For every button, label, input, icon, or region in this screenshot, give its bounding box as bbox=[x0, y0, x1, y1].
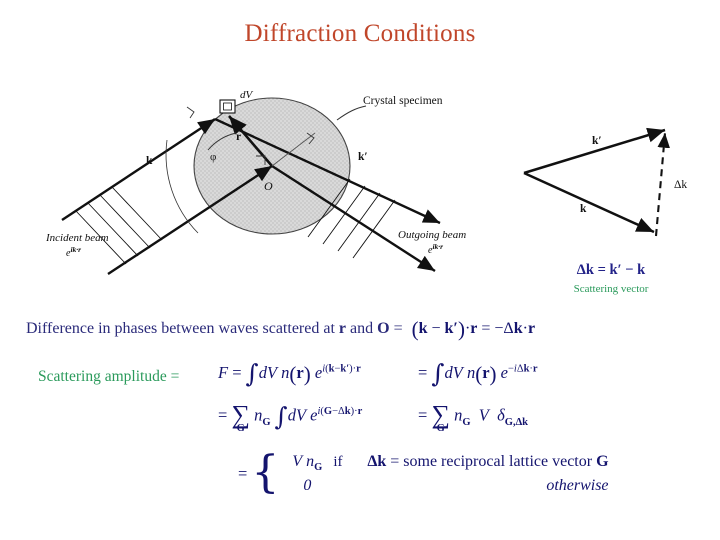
amplitude-equation-row-2: = ∑G nG ∫dV ei(G−Δk)·r = ∑G nG V δG,Δk bbox=[218, 400, 708, 446]
amplitude-eq2-right: = ∑G nG V δG,Δk bbox=[418, 400, 529, 435]
incident-beam-rays bbox=[61, 117, 273, 276]
piecewise-conditions: Δk = some reciprocal lattice vector G ot… bbox=[367, 450, 608, 498]
phase-and-word: and bbox=[350, 320, 374, 337]
incident-beam-phase: eik·r bbox=[66, 245, 81, 259]
piecewise-case2-value: 0 bbox=[303, 477, 312, 494]
k-prime-vector-label: k′ bbox=[358, 151, 368, 163]
r-vector-label: r bbox=[236, 131, 241, 143]
origin-label: O bbox=[264, 179, 273, 193]
scattering-geometry-diagram: Crystal specimen dV r φ O k k′ Incident … bbox=[40, 78, 510, 278]
phase-difference-equation: (k − k′)·r = −Δk·r bbox=[411, 316, 536, 341]
phase-o-symbol: O bbox=[377, 320, 390, 337]
outgoing-beam-phase: eik·r bbox=[428, 242, 443, 256]
perpendicular-construction bbox=[271, 132, 316, 167]
piecewise-equals: = bbox=[238, 464, 248, 483]
delta-k-definition: Δk = k′ − k bbox=[576, 262, 646, 278]
phase-difference-row: Difference in phases between waves scatt… bbox=[26, 316, 706, 342]
piecewise-brace: { bbox=[251, 447, 280, 499]
dv-label: dV bbox=[240, 89, 254, 101]
amplitude-equation-row-1: Scattering amplitude = F = ∫dV n(r) ei(k… bbox=[38, 359, 708, 402]
scattering-amplitude-block: Scattering amplitude = F = ∫dV n(r) ei(k… bbox=[38, 359, 708, 498]
amplitude-eq1-right: = ∫dV n(r) e−iΔk·r bbox=[418, 359, 538, 388]
crystal-specimen-label: Crystal specimen bbox=[363, 95, 443, 107]
triangle-k-prime-label: k′ bbox=[592, 135, 602, 147]
dv-volume-element bbox=[219, 99, 236, 114]
k-arrow bbox=[523, 171, 655, 234]
piecewise-condition-1: Δk = some reciprocal lattice vector G bbox=[367, 453, 609, 470]
amplitude-eq2-left: = ∑G nG ∫dV ei(G−Δk)·r bbox=[218, 400, 363, 435]
phi-angle-arc bbox=[165, 132, 237, 234]
piecewise-case1-value: V nG bbox=[292, 453, 323, 474]
phase-equals: = bbox=[393, 320, 403, 337]
outgoing-wavefronts bbox=[307, 178, 396, 259]
triangle-delta-k-label: Δk bbox=[674, 179, 687, 191]
phase-r-symbol: r bbox=[338, 320, 346, 337]
incident-wavefronts bbox=[75, 186, 163, 265]
amplitude-eq1-left: F = ∫dV n(r) ei(k−k′)·r bbox=[218, 359, 361, 388]
right-angle-marks bbox=[186, 106, 315, 165]
phi-angle-label: φ bbox=[210, 151, 216, 163]
piecewise-case-1: V nG bbox=[281, 450, 333, 474]
vector-triangle-diagram: k′ k Δk bbox=[508, 112, 713, 262]
triangle-k-label: k bbox=[580, 203, 587, 215]
piecewise-case-2: 0 bbox=[281, 474, 333, 498]
outgoing-beam-label: Outgoing beam bbox=[398, 229, 466, 241]
k-prime-arrow bbox=[523, 127, 666, 175]
piecewise-if-row: if bbox=[333, 450, 367, 474]
incident-beam-label: Incident beam bbox=[45, 232, 109, 244]
piecewise-values: V nG 0 bbox=[281, 450, 333, 498]
scattering-amplitude-label: Scattering amplitude = bbox=[38, 368, 180, 385]
k-vector-label: k bbox=[146, 155, 153, 167]
scattering-vector-caption: Scattering vector bbox=[573, 283, 649, 295]
piecewise-if-word: if bbox=[333, 453, 343, 470]
piecewise-condition-2: otherwise bbox=[546, 477, 609, 494]
piecewise-if-column: if bbox=[333, 450, 367, 498]
piecewise-definition-row: = { V nG 0 if Δk = some reciproc bbox=[238, 450, 708, 498]
page-title: Diffraction Conditions bbox=[244, 20, 476, 47]
outgoing-beam-rays bbox=[214, 117, 441, 273]
crystal-label-leader bbox=[336, 105, 367, 121]
phase-prose: Difference in phases between waves scatt… bbox=[26, 320, 335, 337]
delta-k-arrow bbox=[654, 132, 670, 237]
phase-difference-text: Difference in phases between waves scatt… bbox=[26, 320, 403, 338]
